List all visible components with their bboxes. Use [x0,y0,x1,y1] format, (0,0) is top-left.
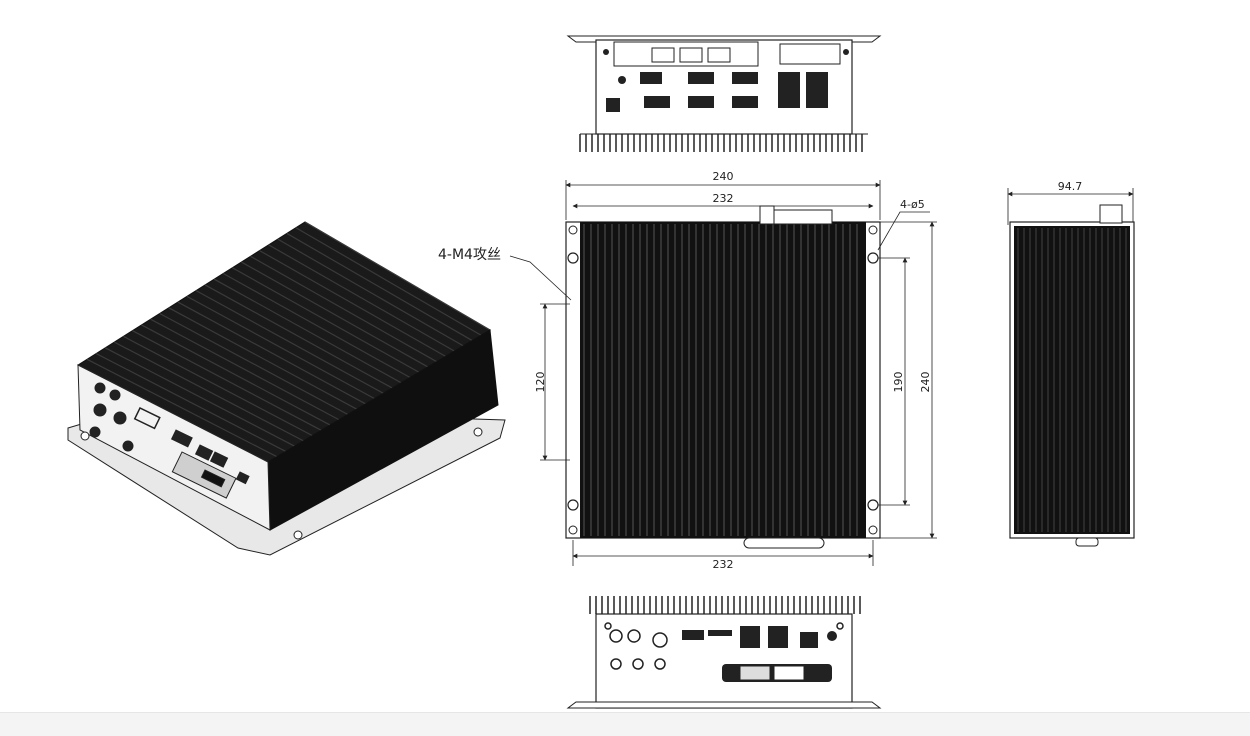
iso-base-holes [80,427,483,540]
top-fins [583,224,858,536]
rear-fins [579,133,868,152]
isometric-view [67,221,506,556]
top-view [565,205,881,549]
page-bottom-strip [0,712,1250,736]
rear-io-view [566,35,882,152]
side-fins [1017,228,1127,532]
dim-depth: 94.7 [1058,180,1083,193]
iso-front-ports [89,382,250,499]
dim-hole-spacing-right: 190 [892,372,905,393]
iso-fins [77,221,491,463]
dim-inner-width-top: 232 [713,192,734,205]
side-view [1009,204,1135,547]
dim-overall-height: 240 [919,372,932,393]
dim-hole-spacing-left: 120 [534,372,547,393]
dim-inner-width-bottom: 232 [713,558,734,571]
callout-tapped-holes: 4-M4攻丝 [438,247,501,263]
front-fins [589,596,861,614]
front-io-view [566,596,882,709]
top-mount-holes [568,225,878,535]
dimension-lines [509,180,1134,566]
callout-mount-holes: 4-ø5 [900,198,925,211]
top-heatsink [580,222,866,538]
dim-overall-width: 240 [713,170,734,183]
